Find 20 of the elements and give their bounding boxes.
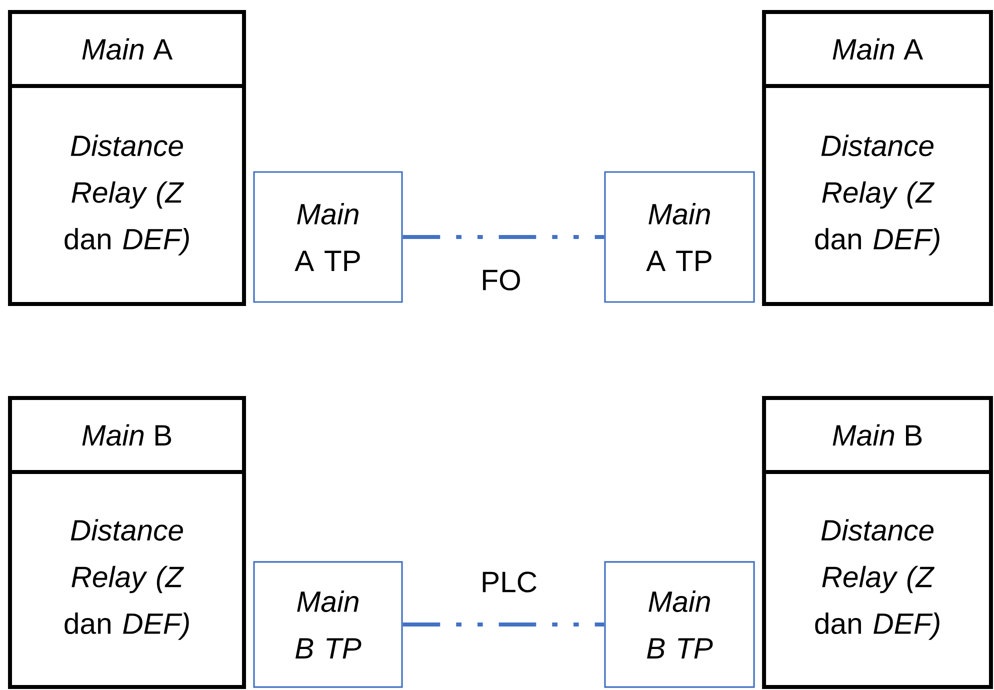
- box-heading: Main B: [82, 424, 172, 446]
- box-text: Distance Relay (Z dan DEF): [815, 134, 940, 256]
- teleprotection-box: Main A TP: [604, 171, 755, 303]
- box-heading: Main B: [832, 424, 922, 446]
- dash-dot-line: [402, 235, 604, 239]
- box-heading: Main A: [832, 38, 924, 60]
- box-heading: Main A: [82, 38, 173, 60]
- relay-box: [8, 10, 246, 306]
- edge-label: FO: [479, 268, 523, 292]
- relay-box: [762, 396, 993, 690]
- edge-label: PLC: [479, 570, 539, 594]
- relay-box: [762, 10, 993, 306]
- relay-box: [8, 396, 246, 690]
- box-text: Distance Relay (Z dan DEF): [64, 134, 189, 256]
- teleprotection-box: Main B TP: [253, 561, 403, 688]
- teleprotection-box: Main B TP: [604, 561, 755, 688]
- dash-dot-line: [402, 622, 604, 626]
- box-text: Distance Relay (Z dan DEF): [64, 519, 189, 640]
- box-text: Distance Relay (Z dan DEF): [815, 519, 940, 640]
- teleprotection-box: Main A TP: [253, 171, 403, 303]
